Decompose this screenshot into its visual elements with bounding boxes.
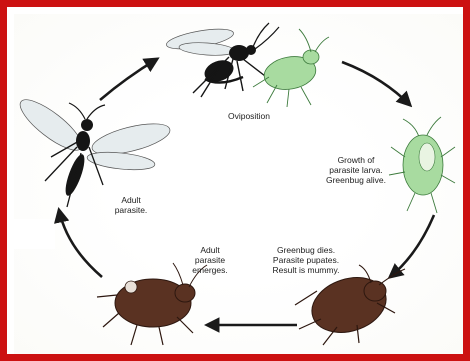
label-mummy: Greenbug dies. Parasite pupates. Result …: [261, 245, 351, 275]
emergence-illustration: [97, 263, 207, 345]
label-growth: Growth of parasite larva. Greenbug alive…: [315, 155, 397, 185]
adult-wasp-illustration: [14, 92, 173, 207]
arrow-to-oviposition: [100, 59, 157, 100]
mummy-illustration: [295, 265, 405, 345]
larva-growth-illustration: [389, 117, 455, 213]
arrow-to-adult: [59, 210, 102, 277]
oviposition-illustration: [165, 23, 329, 107]
label-emerges: Adult parasite emerges.: [183, 245, 237, 275]
label-oviposition: Oviposition: [219, 111, 279, 121]
greenbug-aphid: [253, 29, 329, 107]
label-adult: Adult parasite.: [105, 195, 157, 215]
wasp-ovipositing: [165, 23, 279, 97]
arrow-to-larva: [342, 62, 410, 105]
arrow-to-mummy: [390, 215, 434, 277]
